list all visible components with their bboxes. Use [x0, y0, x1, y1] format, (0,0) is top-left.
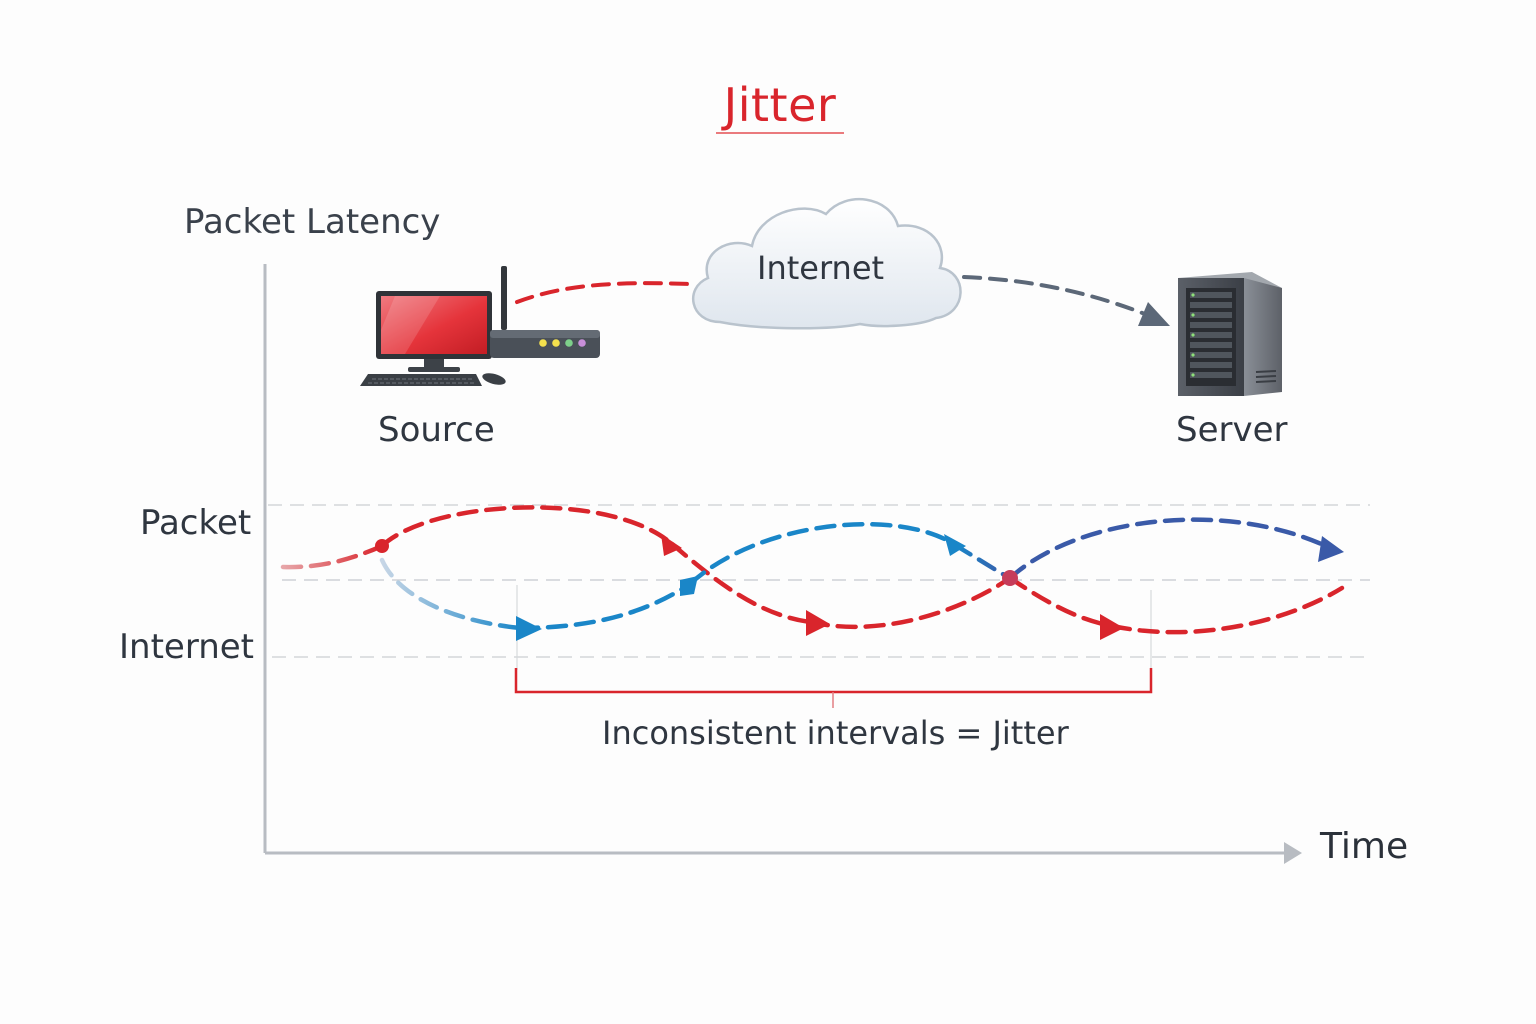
- blue-packet-arc-4: [952, 542, 1013, 581]
- source-label: Source: [378, 410, 495, 450]
- cloud-to-server-connector: [962, 275, 1152, 318]
- red-arrowhead-2: [806, 610, 830, 636]
- red-arrowhead-3: [1100, 614, 1124, 640]
- red-packet-arc-1: [379, 505, 675, 549]
- red-packet-arc-4: [1007, 575, 1115, 629]
- desktop-computer-icon: [360, 291, 506, 386]
- blue-arrowhead-1: [516, 616, 542, 641]
- row-label-packet: Packet: [140, 503, 252, 543]
- server-label: Server: [1176, 410, 1288, 450]
- blue-packet-arc-3: [687, 521, 958, 587]
- server-arrowhead: [1138, 302, 1170, 326]
- jitter-annotation: Inconsistent intervals = Jitter: [602, 714, 1069, 752]
- diagram-title: Jitter: [723, 78, 837, 132]
- title-underline: [716, 132, 844, 134]
- navy-arrowhead: [1318, 536, 1344, 562]
- packet-node-1: [375, 539, 389, 553]
- row-label-internet: Internet: [119, 627, 255, 667]
- crossing-node: [1002, 570, 1018, 586]
- blue-packet-arc-1: [379, 557, 523, 631]
- red-arrowhead-1: [661, 534, 682, 556]
- source-to-cloud-connector: [515, 281, 692, 304]
- jitter-bracket: [514, 668, 1153, 694]
- x-axis-arrowhead: [1284, 842, 1302, 864]
- red-packet-arc-2: [669, 541, 813, 625]
- x-axis-label: Time: [1320, 826, 1409, 867]
- red-packet-stream-start: [280, 543, 385, 570]
- red-packet-arc-3: [807, 575, 1013, 630]
- cloud-label: Internet: [757, 249, 885, 287]
- blue-arrowhead-2: [944, 534, 966, 556]
- blue-node-2: [680, 576, 698, 596]
- red-packet-arc-5: [1109, 585, 1345, 635]
- y-axis-label: Packet Latency: [184, 202, 441, 242]
- server-tower-icon: [1178, 272, 1282, 396]
- blue-packet-arc-2: [517, 581, 693, 631]
- navy-packet-arc: [1007, 517, 1333, 581]
- cloud-icon: [691, 198, 962, 330]
- router-icon: [490, 266, 600, 358]
